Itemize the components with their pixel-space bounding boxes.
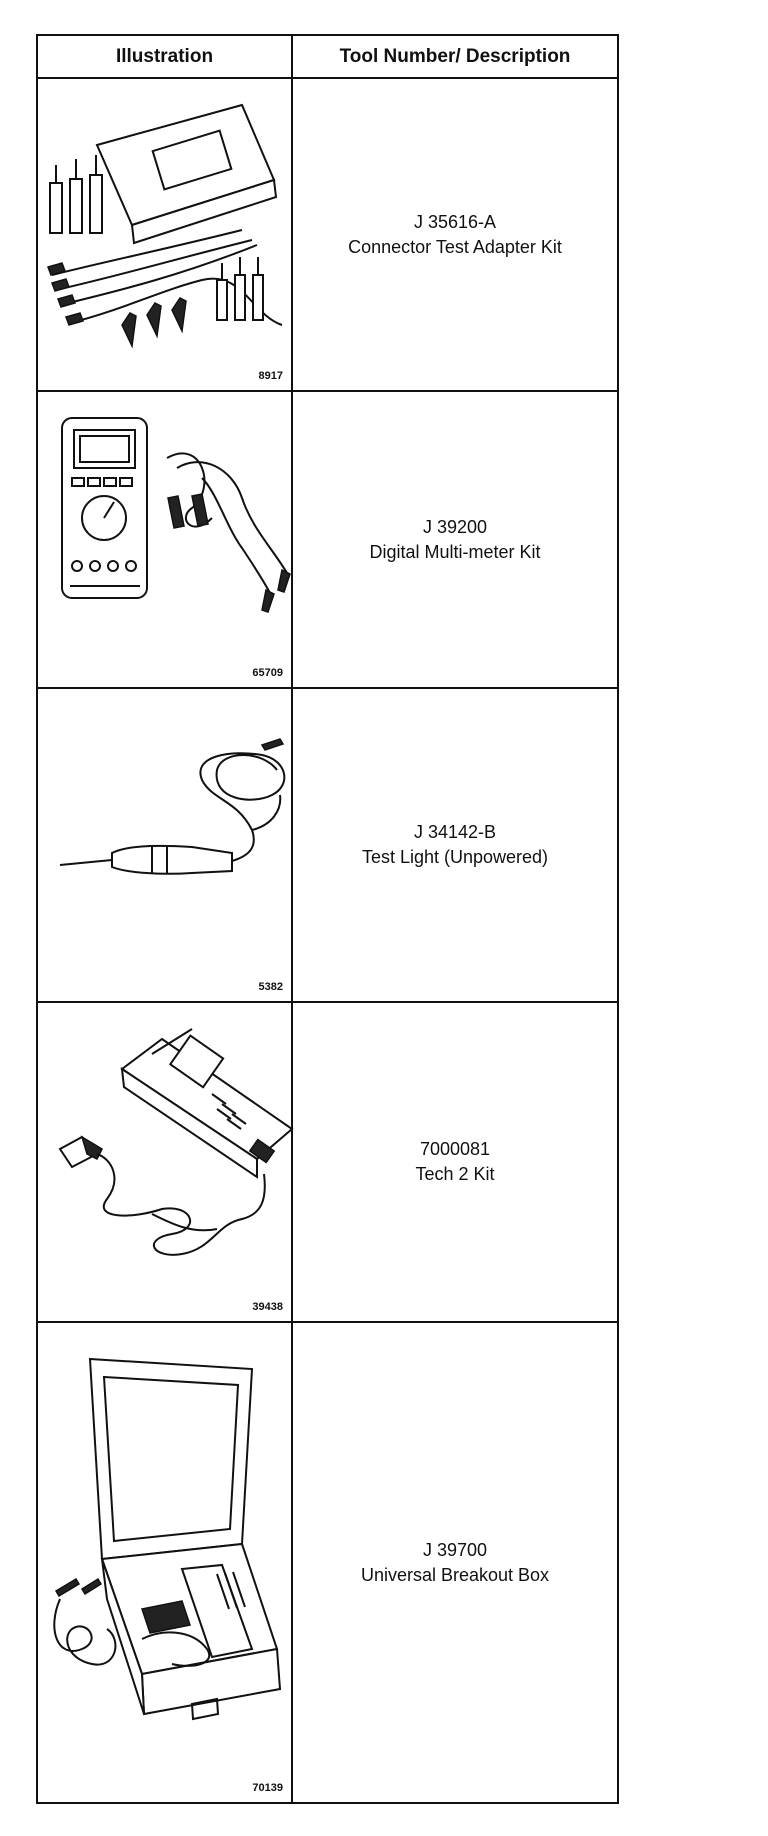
table-row: 39438 7000081 Tech 2 Kit — [38, 1003, 617, 1323]
special-tools-table: Illustration Tool Number/ Description — [36, 34, 619, 1804]
illustration-cell: 8917 — [38, 79, 293, 390]
illustration-cell: 65709 — [38, 392, 293, 687]
tool-description-cell: J 35616-A Connector Test Adapter Kit — [293, 79, 617, 390]
tool-description: Digital Multi-meter Kit — [369, 541, 541, 562]
table-row: 5382 J 34142-B Test Light (Unpowered) — [38, 689, 617, 1003]
tool-description: Tech 2 Kit — [415, 1164, 495, 1184]
table-header: Illustration Tool Number/ Description — [38, 36, 617, 79]
figure-number: 70139 — [252, 1782, 283, 1794]
figure-number: 65709 — [252, 667, 283, 679]
tool-description: Universal Breakout Box — [360, 1564, 550, 1585]
table-row: 65709 J 39200 Digital Multi-meter Kit — [38, 392, 617, 689]
figure-number: 8917 — [258, 370, 283, 382]
tool-description: Test Light (Unpowered) — [361, 847, 549, 867]
tech-2-kit-icon — [58, 1028, 294, 1256]
illustration-cell: 70139 — [38, 1323, 293, 1802]
figure-number: 39438 — [252, 1301, 283, 1313]
table-row: 8917 J 35616-A Connector Test Adapter Ki… — [38, 79, 617, 392]
tool-description-cell: 7000081 Tech 2 Kit — [293, 1003, 617, 1321]
tool-description: Connector Test Adapter Kit — [348, 236, 562, 257]
tool-number: J 39200 — [422, 516, 488, 537]
table-row: 70139 J 39700 Universal Breakout Box — [38, 1323, 617, 1802]
universal-breakout-box-icon — [53, 1357, 282, 1721]
illustration-cell: 5382 — [38, 689, 293, 1001]
tool-description-cell: J 39700 Universal Breakout Box — [293, 1323, 617, 1802]
tool-number: J 34142-B — [413, 822, 497, 842]
header-illustration: Illustration — [38, 36, 293, 77]
tool-description-cell: J 39200 Digital Multi-meter Kit — [293, 392, 617, 687]
illustration-cell: 39438 — [38, 1003, 294, 1321]
test-light-icon — [59, 738, 286, 875]
tool-number: J 39700 — [422, 1539, 488, 1560]
figure-number: 5382 — [258, 981, 283, 993]
header-tool-number: Tool Number/ Description — [339, 46, 571, 67]
tool-description-cell: J 34142-B Test Light (Unpowered) — [293, 689, 617, 1001]
connector-test-adapter-kit-icon — [47, 103, 283, 349]
digital-multimeter-kit-icon — [61, 417, 291, 613]
tool-number: J 35616-A — [413, 211, 497, 232]
tool-number: 7000081 — [419, 1139, 491, 1159]
